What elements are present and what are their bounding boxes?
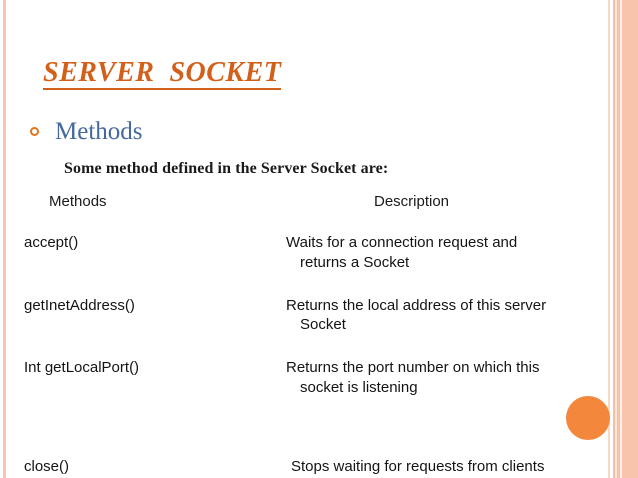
cell-description-line2: returns a Socket bbox=[300, 253, 410, 271]
cell-method: Int getLocalPort() bbox=[24, 359, 140, 377]
bullet-item-label: Methods bbox=[55, 118, 143, 145]
cell-description: Returns the port number on which this so… bbox=[286, 358, 584, 398]
ring-bullet-icon bbox=[30, 127, 39, 137]
right-stripe-5 bbox=[615, 0, 617, 478]
cell-description: Waits for a connection request and retur… bbox=[286, 233, 584, 273]
cell-description-line1: Stops waiting for requests from clients bbox=[291, 457, 545, 475]
right-stripe-1 bbox=[606, 0, 608, 478]
cell-description: Returns the local address of this server… bbox=[286, 296, 584, 336]
cell-description: Stops waiting for requests from clients bbox=[286, 457, 584, 477]
cell-description-line2: Socket bbox=[300, 316, 346, 334]
cell-method: close() bbox=[24, 457, 70, 475]
cell-description-line1: Returns the local address of this server bbox=[286, 296, 547, 314]
bullet-item-methods: Methods bbox=[30, 118, 143, 146]
right-stripe-4 bbox=[613, 0, 615, 478]
right-stripe-8 bbox=[622, 0, 638, 478]
cell-description-line1: Waits for a connection request and bbox=[286, 234, 518, 251]
intro-text: Some method defined in the Server Socket… bbox=[64, 160, 389, 177]
table-row: getInetAddress() Returns the local addre… bbox=[24, 296, 584, 336]
orange-circle-decoration bbox=[566, 396, 610, 440]
methods-table: Methods Description accept() Waits for a… bbox=[24, 193, 584, 477]
right-stripe-3 bbox=[610, 0, 613, 478]
column-header-description: Description bbox=[374, 193, 450, 210]
left-edge-rule bbox=[0, 0, 9, 478]
page-title: SERVER SOCKET bbox=[43, 58, 282, 91]
cell-method: getInetAddress() bbox=[24, 296, 135, 314]
table-row: Int getLocalPort() Returns the port numb… bbox=[24, 358, 584, 398]
left-stripe-1 bbox=[0, 0, 3, 478]
cell-description-line2: socket is listening bbox=[300, 378, 418, 396]
right-edge-band bbox=[606, 0, 638, 478]
column-header-methods: Methods bbox=[49, 193, 107, 210]
left-stripe-3 bbox=[6, 0, 9, 478]
table-header-row: Methods Description bbox=[24, 193, 584, 227]
right-stripe-6 bbox=[617, 0, 620, 478]
table-row: close() Stops waiting for requests from … bbox=[24, 457, 584, 477]
right-stripe-7 bbox=[620, 0, 622, 478]
cell-description-line1: Returns the port number on which this bbox=[286, 359, 540, 377]
cell-method: accept() bbox=[24, 234, 79, 251]
table-row: accept() Waits for a connection request … bbox=[24, 233, 584, 273]
right-stripe-2 bbox=[608, 0, 610, 478]
left-stripe-2 bbox=[3, 0, 6, 478]
